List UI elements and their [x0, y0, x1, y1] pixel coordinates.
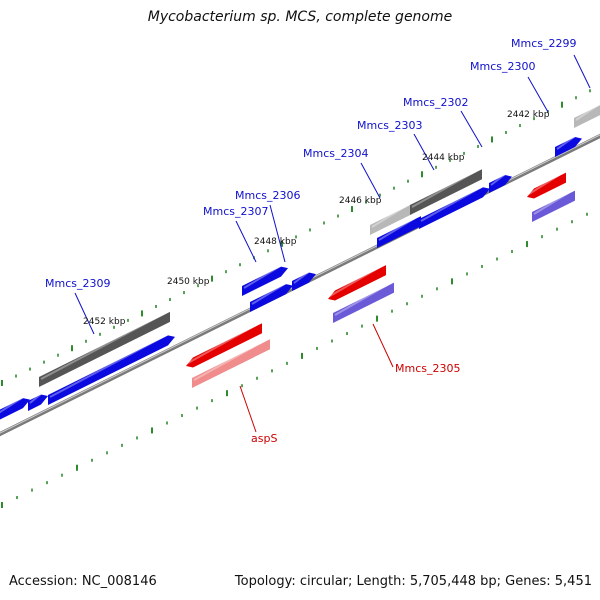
gene-feature[interactable] [28, 394, 48, 411]
gene-feature[interactable] [250, 284, 293, 312]
label-leader-line [239, 385, 257, 433]
label-leader-line [74, 292, 95, 335]
gene-bar-highlight [371, 205, 407, 228]
gene-label-mmcs-2299[interactable]: Mmcs_2299 [511, 37, 576, 50]
kbp-label-2442: 2442 kbp [507, 110, 550, 120]
gene-label-mmcs-2303[interactable]: Mmcs_2303 [357, 119, 422, 132]
gene-feature[interactable] [292, 272, 316, 291]
gene-bar[interactable] [574, 103, 600, 128]
gene-bar-highlight [334, 283, 389, 316]
label-leader-line [360, 162, 381, 199]
gene-bar[interactable] [333, 282, 394, 323]
gene-feature[interactable] [527, 172, 566, 199]
gene-feature-highlight [528, 173, 561, 195]
kbp-label-2450: 2450 kbp [167, 277, 210, 287]
gene-feature[interactable] [419, 187, 490, 229]
kbp-label-2452: 2452 kbp [83, 317, 126, 327]
kbp-label-2446: 2446 kbp [339, 196, 382, 206]
gene-feature[interactable] [489, 175, 512, 193]
gene-feature-highlight [556, 134, 577, 150]
label-leader-line [573, 54, 591, 89]
label-leader-line [413, 133, 435, 171]
gene-feature-highlight [490, 172, 507, 186]
gene-label-mmcs-2302[interactable]: Mmcs_2302 [403, 96, 468, 109]
gene-bar-highlight [193, 340, 265, 381]
gene-feature[interactable] [242, 266, 288, 296]
label-leader-line [235, 220, 257, 263]
gene-feature-highlight [49, 332, 170, 398]
gene-bar[interactable] [410, 169, 482, 215]
gene-feature-highlight [0, 395, 25, 414]
gene-feature[interactable] [377, 216, 421, 248]
gene-bar[interactable] [192, 339, 270, 388]
label-leader-line [527, 76, 549, 113]
gene-feature-highlight [251, 281, 288, 305]
gene-feature-highlight [243, 264, 283, 289]
gene-feature[interactable] [48, 335, 175, 405]
gene-feature[interactable] [328, 265, 386, 301]
gene-feature-highlight [187, 324, 257, 364]
gene-label-mmcs-2305[interactable]: Mmcs_2305 [395, 362, 460, 375]
gene-feature-highlight [293, 270, 311, 284]
gene-bar-highlight [533, 191, 570, 215]
gene-bar[interactable] [370, 204, 412, 235]
label-leader-line [460, 110, 483, 148]
label-leader-line [269, 204, 286, 263]
gene-feature[interactable] [555, 137, 582, 157]
gene-label-mmcs-2307[interactable]: Mmcs_2307 [203, 205, 268, 218]
gene-bar-highlight [575, 103, 600, 121]
gene-bar[interactable] [532, 190, 575, 222]
accession-text: Accession: NC_008146 [9, 574, 157, 589]
gene-feature-highlight [378, 217, 416, 241]
gene-feature-highlight [29, 392, 43, 404]
tick-marks [1, 89, 591, 509]
label-leader-line [372, 323, 394, 368]
gene-bar-highlight [411, 170, 477, 208]
kbp-label-2444: 2444 kbp [422, 153, 465, 163]
gene-bar-highlight [40, 313, 165, 380]
gene-feature-highlight [329, 266, 381, 297]
gene-label-asps[interactable]: aspS [251, 432, 277, 445]
gene-label-mmcs-2304[interactable]: Mmcs_2304 [303, 147, 368, 160]
gene-label-mmcs-2300[interactable]: Mmcs_2300 [470, 60, 535, 73]
gene-feature[interactable] [0, 398, 30, 422]
gene-label-mmcs-2306[interactable]: Mmcs_2306 [235, 189, 300, 202]
gene-feature[interactable] [186, 323, 262, 368]
kbp-label-2448: 2448 kbp [254, 237, 297, 247]
topology-summary: Topology: circular; Length: 5,705,448 bp… [234, 574, 592, 589]
gene-bar[interactable] [39, 311, 170, 387]
gene-feature-highlight [420, 184, 485, 222]
map-title: Mycobacterium sp. MCS, complete genome [147, 9, 453, 25]
gene-label-mmcs-2309[interactable]: Mmcs_2309 [45, 277, 110, 290]
